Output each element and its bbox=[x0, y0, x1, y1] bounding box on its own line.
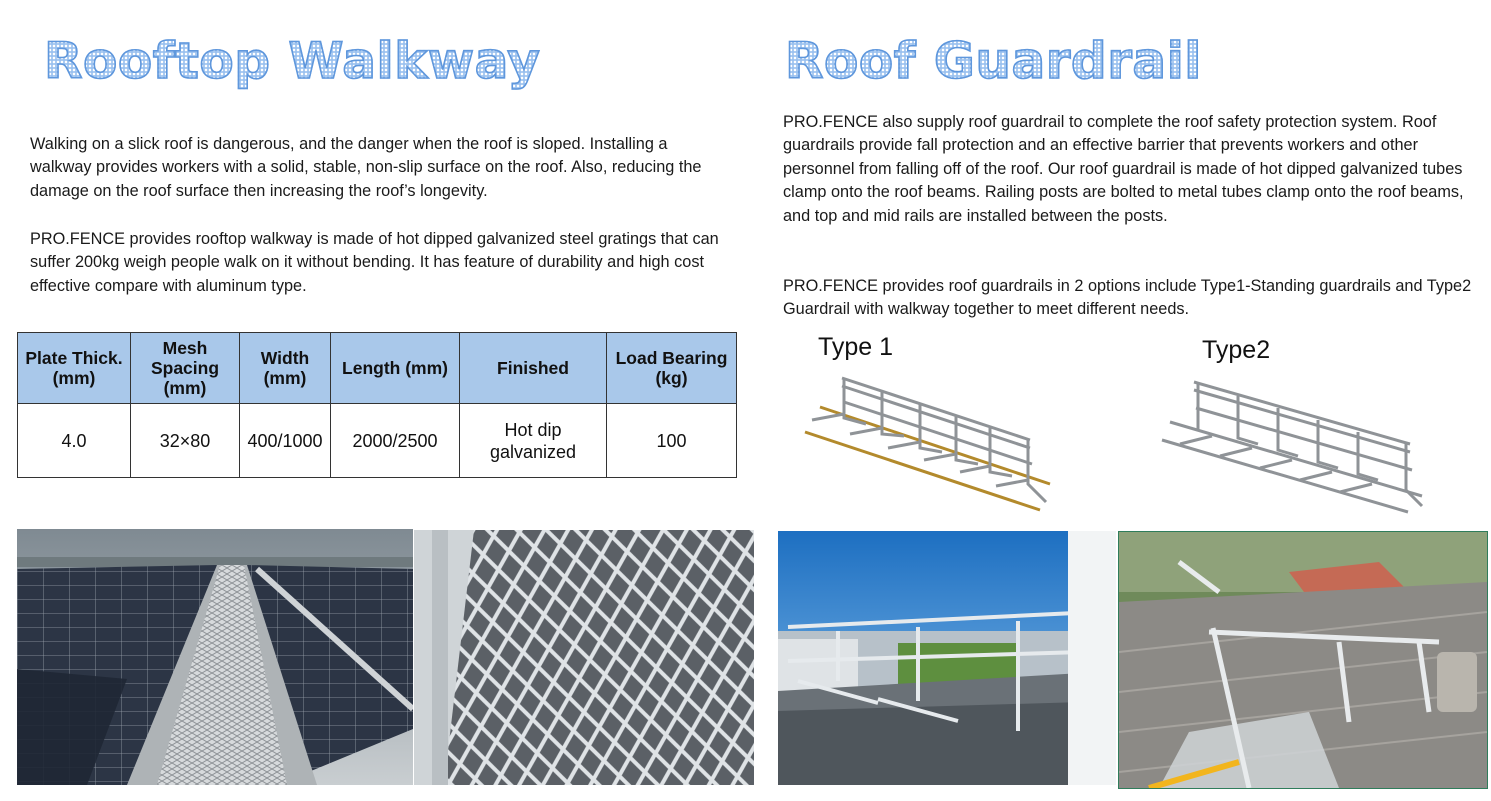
mesh-closeup-photo bbox=[414, 530, 754, 785]
cell-plate-thick: 4.0 bbox=[17, 403, 131, 478]
header-plate-thick: Plate Thick. (mm) bbox=[17, 332, 131, 404]
type1-label: Type 1 bbox=[818, 333, 894, 361]
walkway-spec-table: Plate Thick. (mm) Mesh Spacing (mm) Widt… bbox=[17, 332, 737, 478]
header-mesh-spacing: Mesh Spacing (mm) bbox=[130, 332, 240, 404]
type2-guardrail-diagram bbox=[1160, 378, 1426, 516]
header-length: Length (mm) bbox=[330, 332, 460, 404]
cell-mesh-spacing: 32×80 bbox=[130, 403, 240, 478]
walkway-product-paragraph: PRO.FENCE provides rooftop walkway is ma… bbox=[30, 230, 719, 295]
spec-table-header-row: Plate Thick. (mm) Mesh Spacing (mm) Widt… bbox=[17, 332, 737, 404]
header-width: Width (mm) bbox=[239, 332, 331, 404]
type1-guardrail-diagram bbox=[800, 374, 1056, 516]
table-row: 4.0 32×80 400/1000 2000/2500 Hot dip gal… bbox=[17, 403, 737, 478]
cell-length: 2000/2500 bbox=[330, 403, 460, 478]
residential-guardrail-walkway-photo bbox=[1118, 531, 1488, 789]
header-load-bearing: Load Bearing (kg) bbox=[606, 332, 737, 404]
header-finished: Finished bbox=[459, 332, 607, 404]
building-guardrail-photo bbox=[778, 531, 1116, 785]
type2-label: Type2 bbox=[1202, 336, 1271, 364]
walkway-intro-paragraph: Walking on a slick roof is dangerous, an… bbox=[30, 135, 702, 200]
cell-width: 400/1000 bbox=[239, 403, 331, 478]
guardrail-intro-paragraph: PRO.FENCE also supply roof guardrail to … bbox=[783, 113, 1464, 225]
cell-finished: Hot dip galvanized bbox=[459, 403, 607, 478]
cell-load-bearing: 100 bbox=[606, 403, 737, 478]
solar-roof-walkway-photo bbox=[17, 529, 413, 785]
guardrail-options-paragraph: PRO.FENCE provides roof guardrails in 2 … bbox=[783, 277, 1472, 319]
walkway-title: Rooftop Walkway bbox=[43, 31, 541, 91]
guardrail-title: Roof Guardrail bbox=[784, 31, 1202, 91]
